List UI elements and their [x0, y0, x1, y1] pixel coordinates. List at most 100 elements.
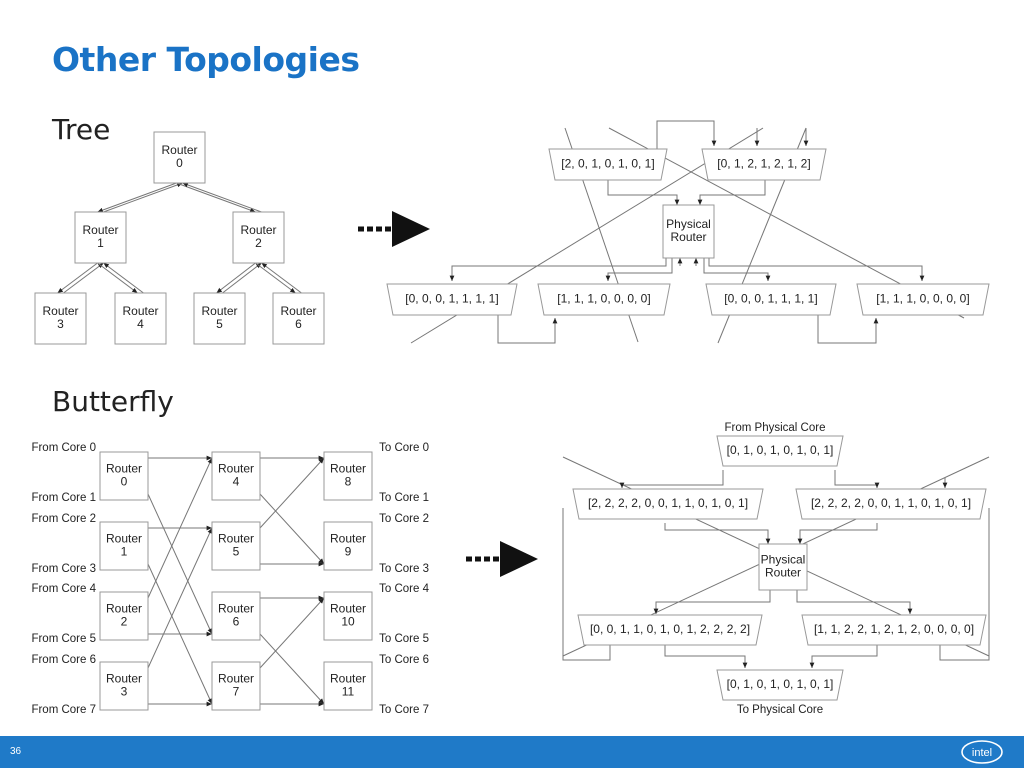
butterfly-stage2-link-6 — [259, 597, 325, 669]
butterfly-router-6 — [211, 591, 261, 641]
tree-router-2 — [232, 211, 285, 264]
tree-bot-loop-1 — [817, 315, 879, 344]
tree-vector-bottom-0-label: [0, 0, 0, 1, 1, 1, 1] — [405, 292, 498, 306]
to-physical-core: To Physical Core — [737, 704, 823, 716]
butterfly-router-10 — [323, 591, 373, 641]
to-core-3: To Core 3 — [379, 563, 429, 575]
butterfly-vector-lower-1 — [801, 614, 987, 646]
tree-vector-top-1-label: [0, 1, 2, 1, 2, 1, 2] — [717, 157, 810, 171]
bfly-top-to-upper-0 — [619, 470, 724, 488]
butterfly-vector-bottom-label: [0, 1, 0, 1, 0, 1, 0, 1] — [727, 677, 834, 691]
butterfly-vector-top-label: [0, 1, 0, 1, 0, 1, 0, 1] — [727, 443, 834, 457]
tree-link-down-1 — [176, 182, 256, 213]
butterfly-router-0 — [99, 451, 149, 501]
bfly-router-to-lower-1 — [796, 590, 913, 614]
tree-router-to-bot-2 — [703, 258, 771, 281]
tree-vector-bottom-2 — [705, 283, 837, 316]
butterfly-stage1-link-6 — [147, 527, 213, 669]
butterfly-vector-top — [716, 435, 844, 467]
butterfly-router-7 — [211, 661, 261, 711]
tree-top-loop — [656, 120, 717, 149]
tree-vector-bottom-1 — [537, 283, 671, 316]
tree-top-to-router-0 — [607, 180, 680, 205]
tree-vector-bottom-2-label: [0, 0, 0, 1, 1, 1, 1] — [724, 292, 817, 306]
intel-logo: intel — [961, 740, 1003, 764]
tree-bot-loop-0 — [497, 315, 558, 344]
to-core-7: To Core 7 — [379, 704, 429, 716]
butterfly-router-1 — [99, 521, 149, 571]
to-core-0: To Core 0 — [379, 442, 429, 454]
tree-link-up-2 — [63, 262, 104, 294]
tree-router-to-bot-0 — [449, 258, 667, 281]
butterfly-router-8 — [323, 451, 373, 501]
from-core-0: From Core 0 — [31, 442, 96, 454]
from-core-6: From Core 6 — [31, 654, 96, 666]
tree-heading: Tree — [52, 113, 111, 146]
tree-router-4 — [114, 292, 167, 345]
tree-vector-top-0 — [548, 148, 668, 181]
tree-transform-arrow — [358, 211, 430, 247]
to-core-4: To Core 4 — [379, 583, 429, 595]
tree-router-5 — [193, 292, 246, 345]
from-core-3: From Core 3 — [31, 563, 96, 575]
from-physical-core: From Physical Core — [725, 422, 826, 434]
to-core-1: To Core 1 — [379, 492, 429, 504]
tree-router-3 — [34, 292, 87, 345]
bfly-lower-to-bottom-1 — [809, 645, 878, 668]
butterfly-router-9 — [323, 521, 373, 571]
tree-vector-bottom-3-label: [1, 1, 1, 0, 0, 0, 0] — [876, 292, 969, 306]
bfly-top-to-upper-1 — [834, 470, 880, 488]
tree-link-down-2 — [57, 262, 98, 294]
butterfly-vector-upper-0 — [572, 488, 764, 520]
butterfly-transform-arrow — [466, 541, 538, 577]
butterfly-stage2-link-2 — [259, 457, 325, 529]
butterfly-stage2-link-1 — [259, 493, 325, 565]
butterfly-vector-upper-0-label: [2, 2, 2, 2, 0, 0, 1, 1, 0, 1, 0, 1] — [588, 496, 748, 510]
tree-vector-top-1 — [701, 148, 827, 181]
butterfly-router-3 — [99, 661, 149, 711]
tree-top-to-router-1 — [697, 180, 766, 205]
from-core-4: From Core 4 — [31, 583, 96, 595]
bfly-upper-to-router-0 — [664, 523, 771, 544]
bfly-lower-to-bottom-0 — [664, 645, 748, 668]
butterfly-router-11 — [323, 661, 373, 711]
from-core-5: From Core 5 — [31, 633, 96, 645]
tree-link-up-1 — [182, 182, 262, 213]
bfly-right-loop — [939, 508, 990, 661]
tree-link-down-0 — [97, 182, 177, 213]
butterfly-stage1-link-1 — [147, 493, 213, 635]
to-core-2: To Core 2 — [379, 513, 429, 525]
tree-link-down-3 — [97, 262, 138, 294]
to-core-6: To Core 6 — [379, 654, 429, 666]
tree-vector-bottom-1-label: [1, 1, 1, 0, 0, 0, 0] — [557, 292, 650, 306]
tree-link-down-4 — [216, 262, 256, 294]
butterfly-router-5 — [211, 521, 261, 571]
bfly-router-to-lower-0 — [653, 590, 771, 614]
butterfly-heading: Butterfly — [52, 385, 174, 418]
tree-link-up-5 — [261, 262, 302, 294]
from-core-1: From Core 1 — [31, 492, 96, 504]
butterfly-router-4 — [211, 451, 261, 501]
butterfly-vector-bottom — [716, 669, 844, 701]
butterfly-router-2 — [99, 591, 149, 641]
butterfly-vector-lower-1-label: [1, 1, 2, 2, 1, 2, 1, 2, 0, 0, 0, 0] — [814, 622, 974, 636]
butterfly-vector-upper-1-label: [2, 2, 2, 2, 0, 0, 1, 1, 0, 1, 0, 1] — [811, 496, 971, 510]
butterfly-stage2-link-5 — [259, 633, 325, 705]
